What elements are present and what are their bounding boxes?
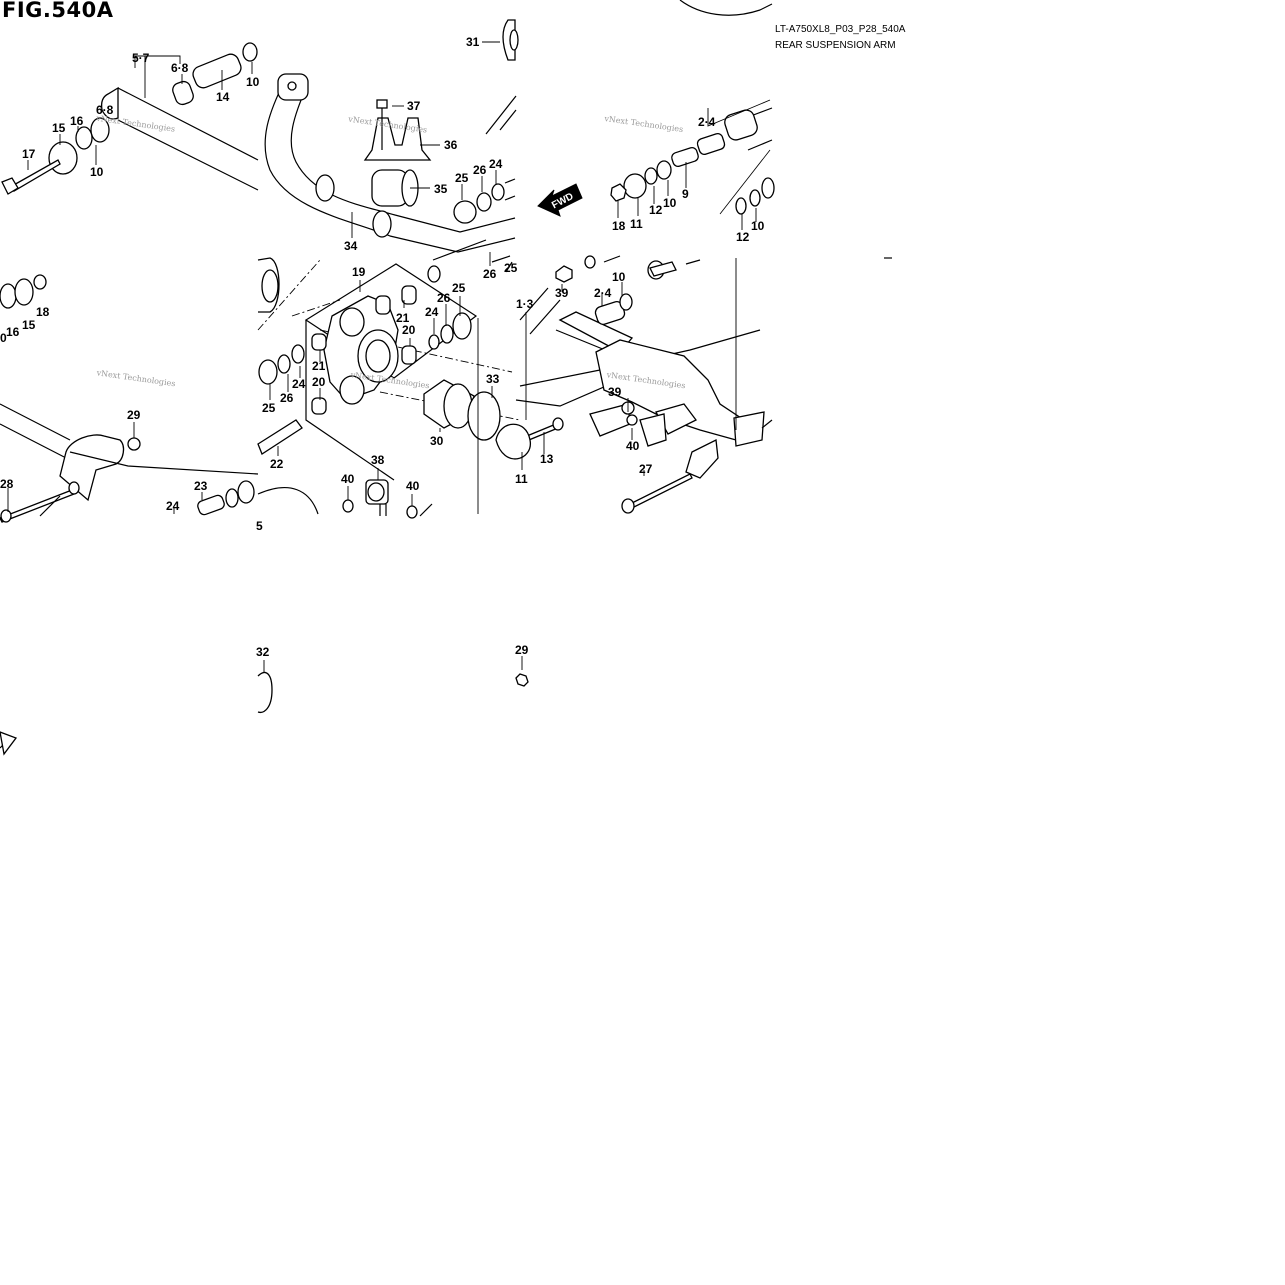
callout: 20 <box>312 375 326 389</box>
callout: 39 <box>555 286 569 300</box>
callout: 24 <box>425 305 439 319</box>
callout: 31 <box>466 35 480 49</box>
callout: 25 <box>504 261 518 275</box>
callout: 21 <box>396 311 410 325</box>
callout: 10 <box>612 270 626 284</box>
callout: 25 <box>455 171 469 185</box>
callout: 40 <box>341 472 355 486</box>
callout: 18 <box>36 305 50 319</box>
callout: 17 <box>22 147 36 161</box>
callout: 0 <box>0 331 7 345</box>
callout: 26 <box>280 391 294 405</box>
callout: 40 <box>406 479 420 493</box>
fwd-arrow-icon: FWD <box>537 183 583 217</box>
callout: 16 <box>70 114 84 128</box>
callout: 24 <box>166 499 180 513</box>
callout: 20 <box>402 323 416 337</box>
tile-top-middle: FWD <box>264 19 583 253</box>
callout: 32 <box>256 645 270 659</box>
figure-title: FIG.540A <box>2 0 114 22</box>
callout: 38 <box>371 453 385 467</box>
callout: 10 <box>90 165 104 179</box>
callout: 24 <box>292 377 306 391</box>
callout: 34 <box>344 239 358 253</box>
callout-numbers: 5·7 6·8 14 10 6·8 15 16 10 17 31 37 36 3… <box>0 35 765 659</box>
callout: 10 <box>246 75 260 89</box>
tile-top-right <box>610 0 775 230</box>
callout: 14 <box>216 90 230 104</box>
callout: 35 <box>434 182 448 196</box>
watermark-text: vNext Technologies <box>603 114 684 134</box>
tile-middle-right <box>495 255 892 514</box>
callout: 12 <box>649 203 663 217</box>
callout: 29 <box>127 408 141 422</box>
callout: 5·7 <box>132 51 150 65</box>
callout: 10 <box>663 196 677 210</box>
callout: 24 <box>489 157 503 171</box>
callout: 10 <box>751 219 765 233</box>
callout: 9 <box>682 187 689 201</box>
callout: 25 <box>452 281 466 295</box>
callout: 6·8 <box>171 61 189 75</box>
callout: 11 <box>515 472 528 486</box>
callout: 30 <box>430 434 444 448</box>
drawing-code: LT-A750XL8_P03_P28_540A <box>775 24 906 35</box>
callout: 39 <box>608 385 622 399</box>
fwd-label: FWD <box>550 191 575 211</box>
callout: 28 <box>0 477 14 491</box>
watermark-text: vNext Technologies <box>95 368 176 388</box>
callout: 15 <box>22 318 36 332</box>
callout: 11 <box>630 217 643 231</box>
callout: 2·4 <box>698 115 716 129</box>
callout: 16 <box>6 325 20 339</box>
callout: 25 <box>262 401 276 415</box>
callout: 2·4 <box>594 286 612 300</box>
callout: 15 <box>52 121 66 135</box>
callout: 18 <box>612 219 626 233</box>
callout: 6·8 <box>96 103 114 117</box>
tile-top-left <box>1 42 259 195</box>
callout: 22 <box>270 457 284 471</box>
callout: 36 <box>444 138 458 152</box>
callout: 27 <box>639 462 653 476</box>
callout: 19 <box>352 265 366 279</box>
tile-bottom-fragments <box>257 656 529 714</box>
tile-middle-center <box>257 239 521 519</box>
callout: 12 <box>736 230 750 244</box>
callout: 21 <box>312 359 326 373</box>
tile-middle-left <box>0 274 259 756</box>
callout: 13 <box>540 452 554 466</box>
callout: 26 <box>483 267 497 281</box>
callout: 40 <box>626 439 640 453</box>
callout: 26 <box>473 163 487 177</box>
callout: 23 <box>194 479 208 493</box>
callout: 33 <box>486 372 500 386</box>
callout: 37 <box>407 99 421 113</box>
callout: 26 <box>437 291 451 305</box>
drawing-name: REAR SUSPENSION ARM <box>775 40 896 51</box>
callout: 29 <box>515 643 529 657</box>
callout: 5 <box>256 519 263 533</box>
callout: 1·3 <box>516 297 534 311</box>
